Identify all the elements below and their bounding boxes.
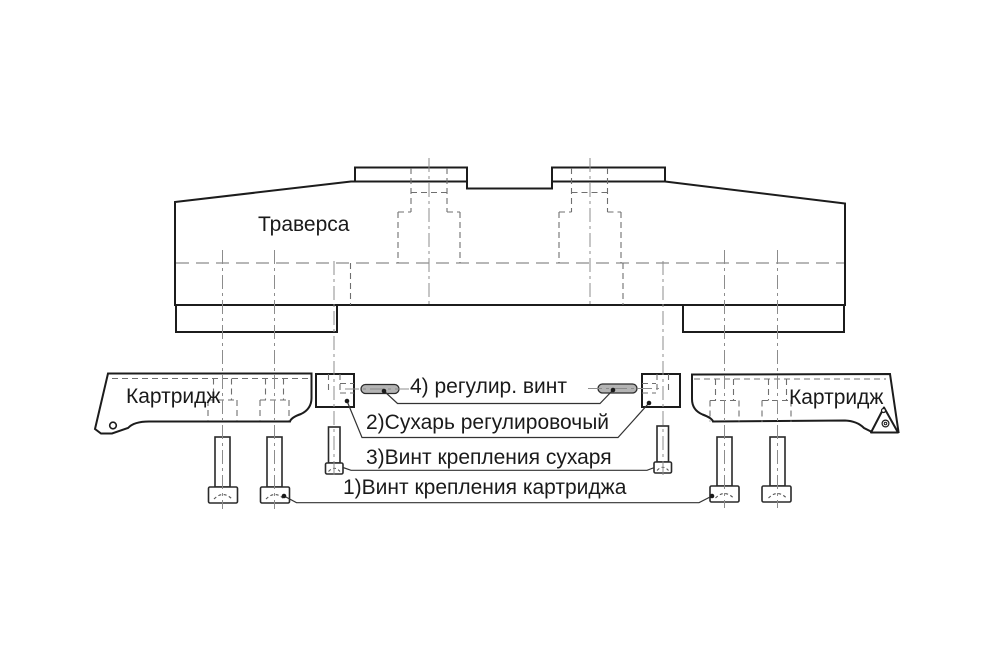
cartridge-right-label: Картридж — [789, 386, 884, 409]
traverse-body — [174, 166, 846, 333]
callout-block-screw: 3)Винт крепления сухаря — [366, 446, 612, 469]
cartridge-right-body — [691, 372, 900, 434]
traverse-foot-right — [682, 304, 845, 333]
traverse-top-boss-right — [551, 166, 666, 183]
cartridge-left-body — [93, 372, 313, 435]
insert-clamp-screw-center — [883, 421, 888, 426]
callout-cartridge-screw: 1)Винт крепления картриджа — [343, 476, 627, 499]
insert-clamp-screw — [881, 419, 890, 428]
traverse-foot-left — [175, 304, 338, 333]
leader-lines — [281, 387, 715, 504]
cartridge-left-label: Картридж — [126, 385, 221, 408]
leader-cartridge-screw — [283, 495, 713, 504]
leader-block-screw — [342, 466, 655, 471]
traverse-label: Траверса — [258, 213, 350, 236]
cartridge-screw-4 — [761, 436, 792, 503]
leader-adjusting-screw — [383, 389, 614, 405]
leader-adjusting-block — [346, 400, 650, 439]
callout-adjusting-block: 2)Сухарь регулировочый — [366, 411, 610, 434]
hidden-lines — [112, 168, 886, 422]
cartridge-left-hole — [108, 421, 118, 430]
insert-apex-radius — [880, 407, 887, 414]
center-lines — [222, 158, 778, 509]
callout-adjusting-screw: 4) регулир. винт — [410, 375, 567, 398]
